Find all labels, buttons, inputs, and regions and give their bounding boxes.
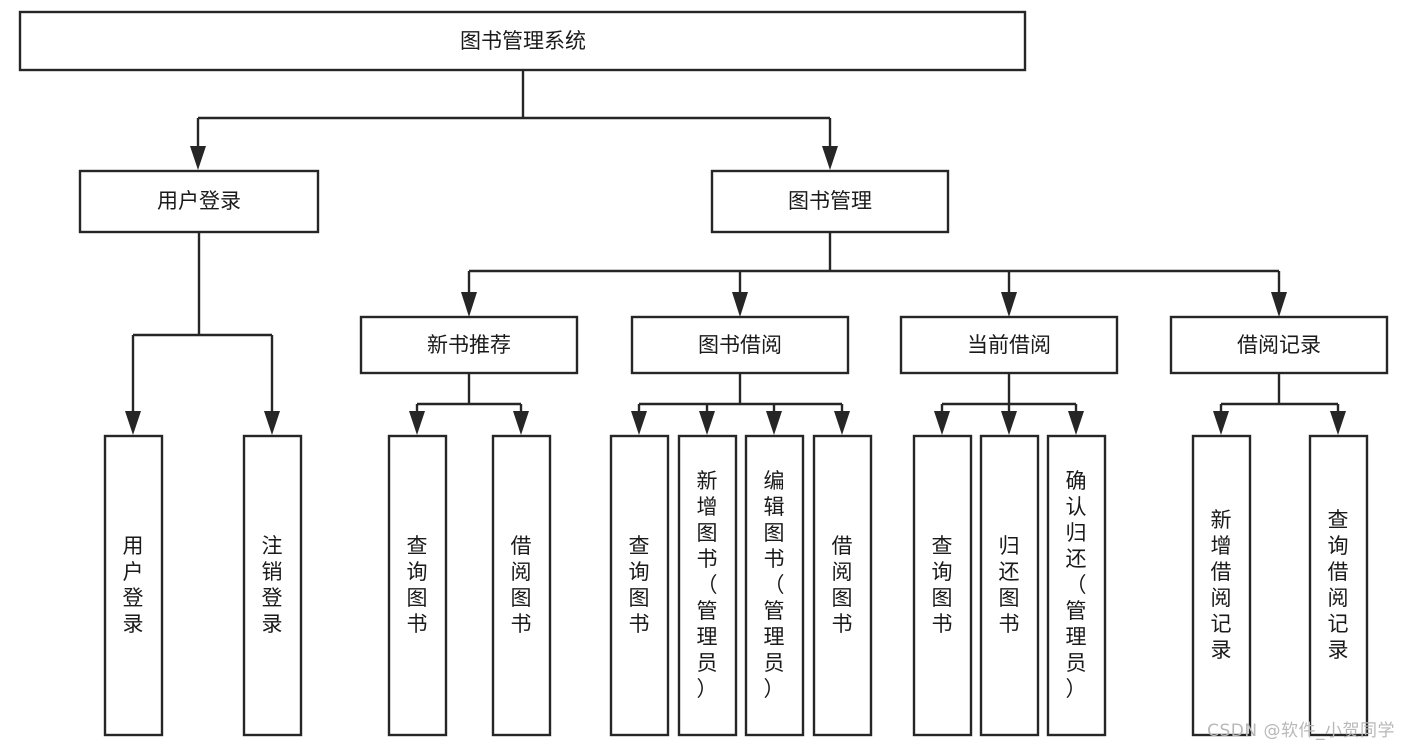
node-leaf7-box[interactable]	[744, 434, 805, 737]
node-leaf4-label: 借阅图书	[511, 534, 532, 636]
node-records-box[interactable]	[1169, 315, 1389, 375]
node-leaf4-box[interactable]	[491, 434, 552, 737]
node-leaf10-box[interactable]	[979, 434, 1040, 737]
node-borrow[interactable]: 图书借阅	[630, 315, 850, 375]
arrow-head-leaf5	[631, 411, 647, 435]
arrow-head-leaf3	[409, 411, 425, 435]
node-leaf3-label: 查询图书	[407, 534, 428, 636]
arrow-head-login	[190, 146, 206, 170]
node-leaf13-box[interactable]	[1308, 434, 1369, 737]
node-login-label: 用户登录	[157, 189, 241, 213]
node-leaf8[interactable]: 借阅图书	[812, 434, 873, 737]
arrow-head-leaf6	[699, 411, 715, 435]
arrow-head-leaf13	[1330, 411, 1346, 435]
node-leaf11[interactable]: 确认归还（管理员）	[1046, 434, 1107, 737]
node-current-label: 当前借阅	[967, 333, 1051, 357]
node-leaf5-box[interactable]	[609, 434, 670, 737]
node-current[interactable]: 当前借阅	[899, 315, 1119, 375]
node-leaf8-label: 借阅图书	[832, 534, 853, 636]
node-root-label: 图书管理系统	[460, 29, 586, 53]
connector-layer	[125, 70, 1346, 435]
arrow-head-leaf8	[834, 411, 850, 435]
node-leaf6-box[interactable]	[677, 434, 738, 737]
arrow-head-leaf12	[1213, 411, 1229, 435]
arrow-head-leaf4	[513, 411, 529, 435]
node-leaf3-box[interactable]	[387, 434, 448, 737]
node-leaf10[interactable]: 归还图书	[979, 434, 1040, 737]
arrow-head-leaf10	[1001, 411, 1017, 435]
node-leaf9[interactable]: 查询图书	[912, 434, 973, 737]
node-login-box[interactable]	[78, 169, 320, 234]
node-leaf13-label: 查询借阅记录	[1328, 508, 1349, 662]
arrow-head-leaf9	[934, 411, 950, 435]
node-leaf3[interactable]: 查询图书	[387, 434, 448, 737]
arrow-head-bookmgmt	[822, 146, 838, 170]
arrow-head-leaf7	[766, 411, 782, 435]
arrow-head-current	[1001, 292, 1017, 317]
node-leaf11-label: 确认归还（管理员）	[1066, 469, 1087, 701]
node-leaf7-label: 编辑图书（管理员）	[764, 469, 785, 701]
arrow-head-borrow	[732, 292, 748, 317]
node-newbook-box[interactable]	[359, 315, 579, 375]
node-leaf7[interactable]: 编辑图书（管理员）	[744, 434, 805, 737]
node-leaf12-box[interactable]	[1191, 434, 1252, 737]
node-leaf10-label: 归还图书	[999, 534, 1020, 636]
node-leaf6-label: 新增图书（管理员）	[697, 469, 718, 701]
node-records-label: 借阅记录	[1237, 333, 1321, 357]
arrow-head-leaf11	[1068, 411, 1084, 435]
node-leaf5-label: 查询图书	[629, 534, 650, 636]
node-leaf11-box[interactable]	[1046, 434, 1107, 737]
arrow-head-records	[1271, 292, 1287, 317]
node-root[interactable]: 图书管理系统	[18, 10, 1027, 72]
node-leaf2-label: 注销登录	[262, 534, 283, 636]
arrow-head-newbook	[461, 292, 477, 317]
node-bookmgmt[interactable]: 图书管理	[710, 169, 950, 234]
node-leaf2[interactable]: 注销登录	[242, 434, 303, 737]
node-leaf6[interactable]: 新增图书（管理员）	[677, 434, 738, 737]
node-newbook[interactable]: 新书推荐	[359, 315, 579, 375]
node-bookmgmt-label: 图书管理	[788, 189, 872, 213]
node-bookmgmt-box[interactable]	[710, 169, 950, 234]
node-leaf9-box[interactable]	[912, 434, 973, 737]
node-leaf2-box[interactable]	[242, 434, 303, 737]
node-leaf13[interactable]: 查询借阅记录	[1308, 434, 1369, 737]
node-leaf12[interactable]: 新增借阅记录	[1191, 434, 1252, 737]
node-borrow-label: 图书借阅	[698, 333, 782, 357]
arrow-head-leaf1	[125, 411, 141, 435]
watermark-label: CSDN @软件_小贺同学	[1207, 721, 1395, 741]
node-root-box[interactable]	[18, 10, 1027, 72]
node-records[interactable]: 借阅记录	[1169, 315, 1389, 375]
node-leaf1[interactable]: 用户登录	[103, 434, 164, 737]
node-leaf12-label: 新增借阅记录	[1211, 508, 1232, 662]
node-leaf8-box[interactable]	[812, 434, 873, 737]
node-newbook-label: 新书推荐	[427, 333, 511, 357]
node-leaf1-label: 用户登录	[123, 534, 144, 636]
node-current-box[interactable]	[899, 315, 1119, 375]
node-borrow-box[interactable]	[630, 315, 850, 375]
node-leaf9-label: 查询图书	[932, 534, 953, 636]
node-leaf4[interactable]: 借阅图书	[491, 434, 552, 737]
node-leaf1-box[interactable]	[103, 434, 164, 737]
arrow-head-leaf2	[264, 411, 280, 435]
node-login[interactable]: 用户登录	[78, 169, 320, 234]
node-leaf5[interactable]: 查询图书	[609, 434, 670, 737]
